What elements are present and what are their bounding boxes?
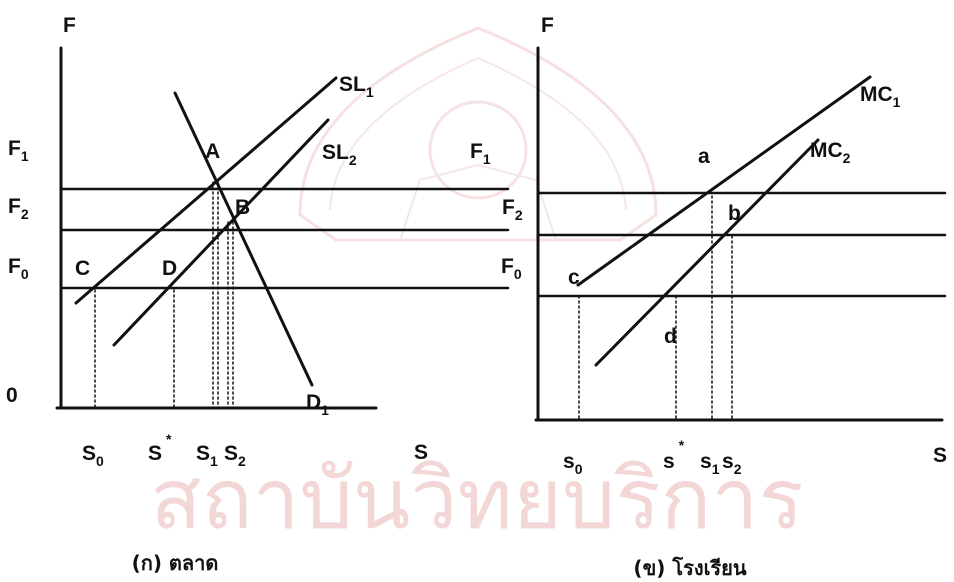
curve-mc1-label: MC1 <box>860 83 901 110</box>
tick-s2-label: S2 <box>224 442 246 469</box>
panel-b-f0-label: F0 <box>501 255 522 282</box>
curve-sl1-label: SL1 <box>339 73 374 100</box>
curve-d1-label: D1 <box>306 391 329 418</box>
curve-mc1 <box>576 75 872 287</box>
seal-emblem <box>298 26 658 242</box>
tick-s-star-label: S* <box>148 431 172 465</box>
curve-mc2-label: MC2 <box>810 139 851 166</box>
panel-a-x-axis-label: S <box>414 441 428 464</box>
panel-a-caption: (ก) ตลาด <box>132 551 219 575</box>
tick-s0-label: S0 <box>82 442 104 469</box>
panel-a-y-axis-label: F <box>63 14 76 37</box>
curve-sl2 <box>112 118 330 347</box>
curve-sl1 <box>74 76 338 305</box>
curve-mc2 <box>594 138 820 367</box>
tick-s1-label: S1 <box>196 442 218 469</box>
point-c-small-label: c <box>568 266 580 289</box>
point-b-label: B <box>235 196 250 219</box>
point-a-label: A <box>205 140 220 163</box>
point-d-small-label: d <box>664 325 677 348</box>
point-c-label: C <box>75 257 90 280</box>
tick-s2-small-label: s2 <box>722 450 742 477</box>
panel-b-f1-label: F1 <box>470 140 491 167</box>
panel-b-y-axis-label: F <box>541 14 554 37</box>
watermark-text: สถาบันวิทยบริการ <box>150 450 803 548</box>
curve-d1 <box>173 91 314 387</box>
tick-s1-small-label: s1 <box>700 450 720 477</box>
panel-a-f1-label: F1 <box>8 137 29 164</box>
point-a-small-label: a <box>698 145 710 168</box>
panel-b-caption: (ข) โรงเรียน <box>633 556 746 580</box>
panel-a-f2-label: F2 <box>8 195 29 222</box>
curve-sl2-label: SL2 <box>322 141 357 168</box>
tick-s-star-small-label: s* <box>663 437 685 473</box>
panel-a-f0-label: F0 <box>8 255 29 282</box>
tick-s0-small-label: s0 <box>563 450 583 477</box>
point-b-small-label: b <box>728 202 741 225</box>
panel-b-x-axis-label: S <box>933 444 947 467</box>
point-d-label: D <box>162 257 177 280</box>
panel-a-origin-label: 0 <box>6 384 18 407</box>
panel-b-f2-label: F2 <box>502 196 523 223</box>
